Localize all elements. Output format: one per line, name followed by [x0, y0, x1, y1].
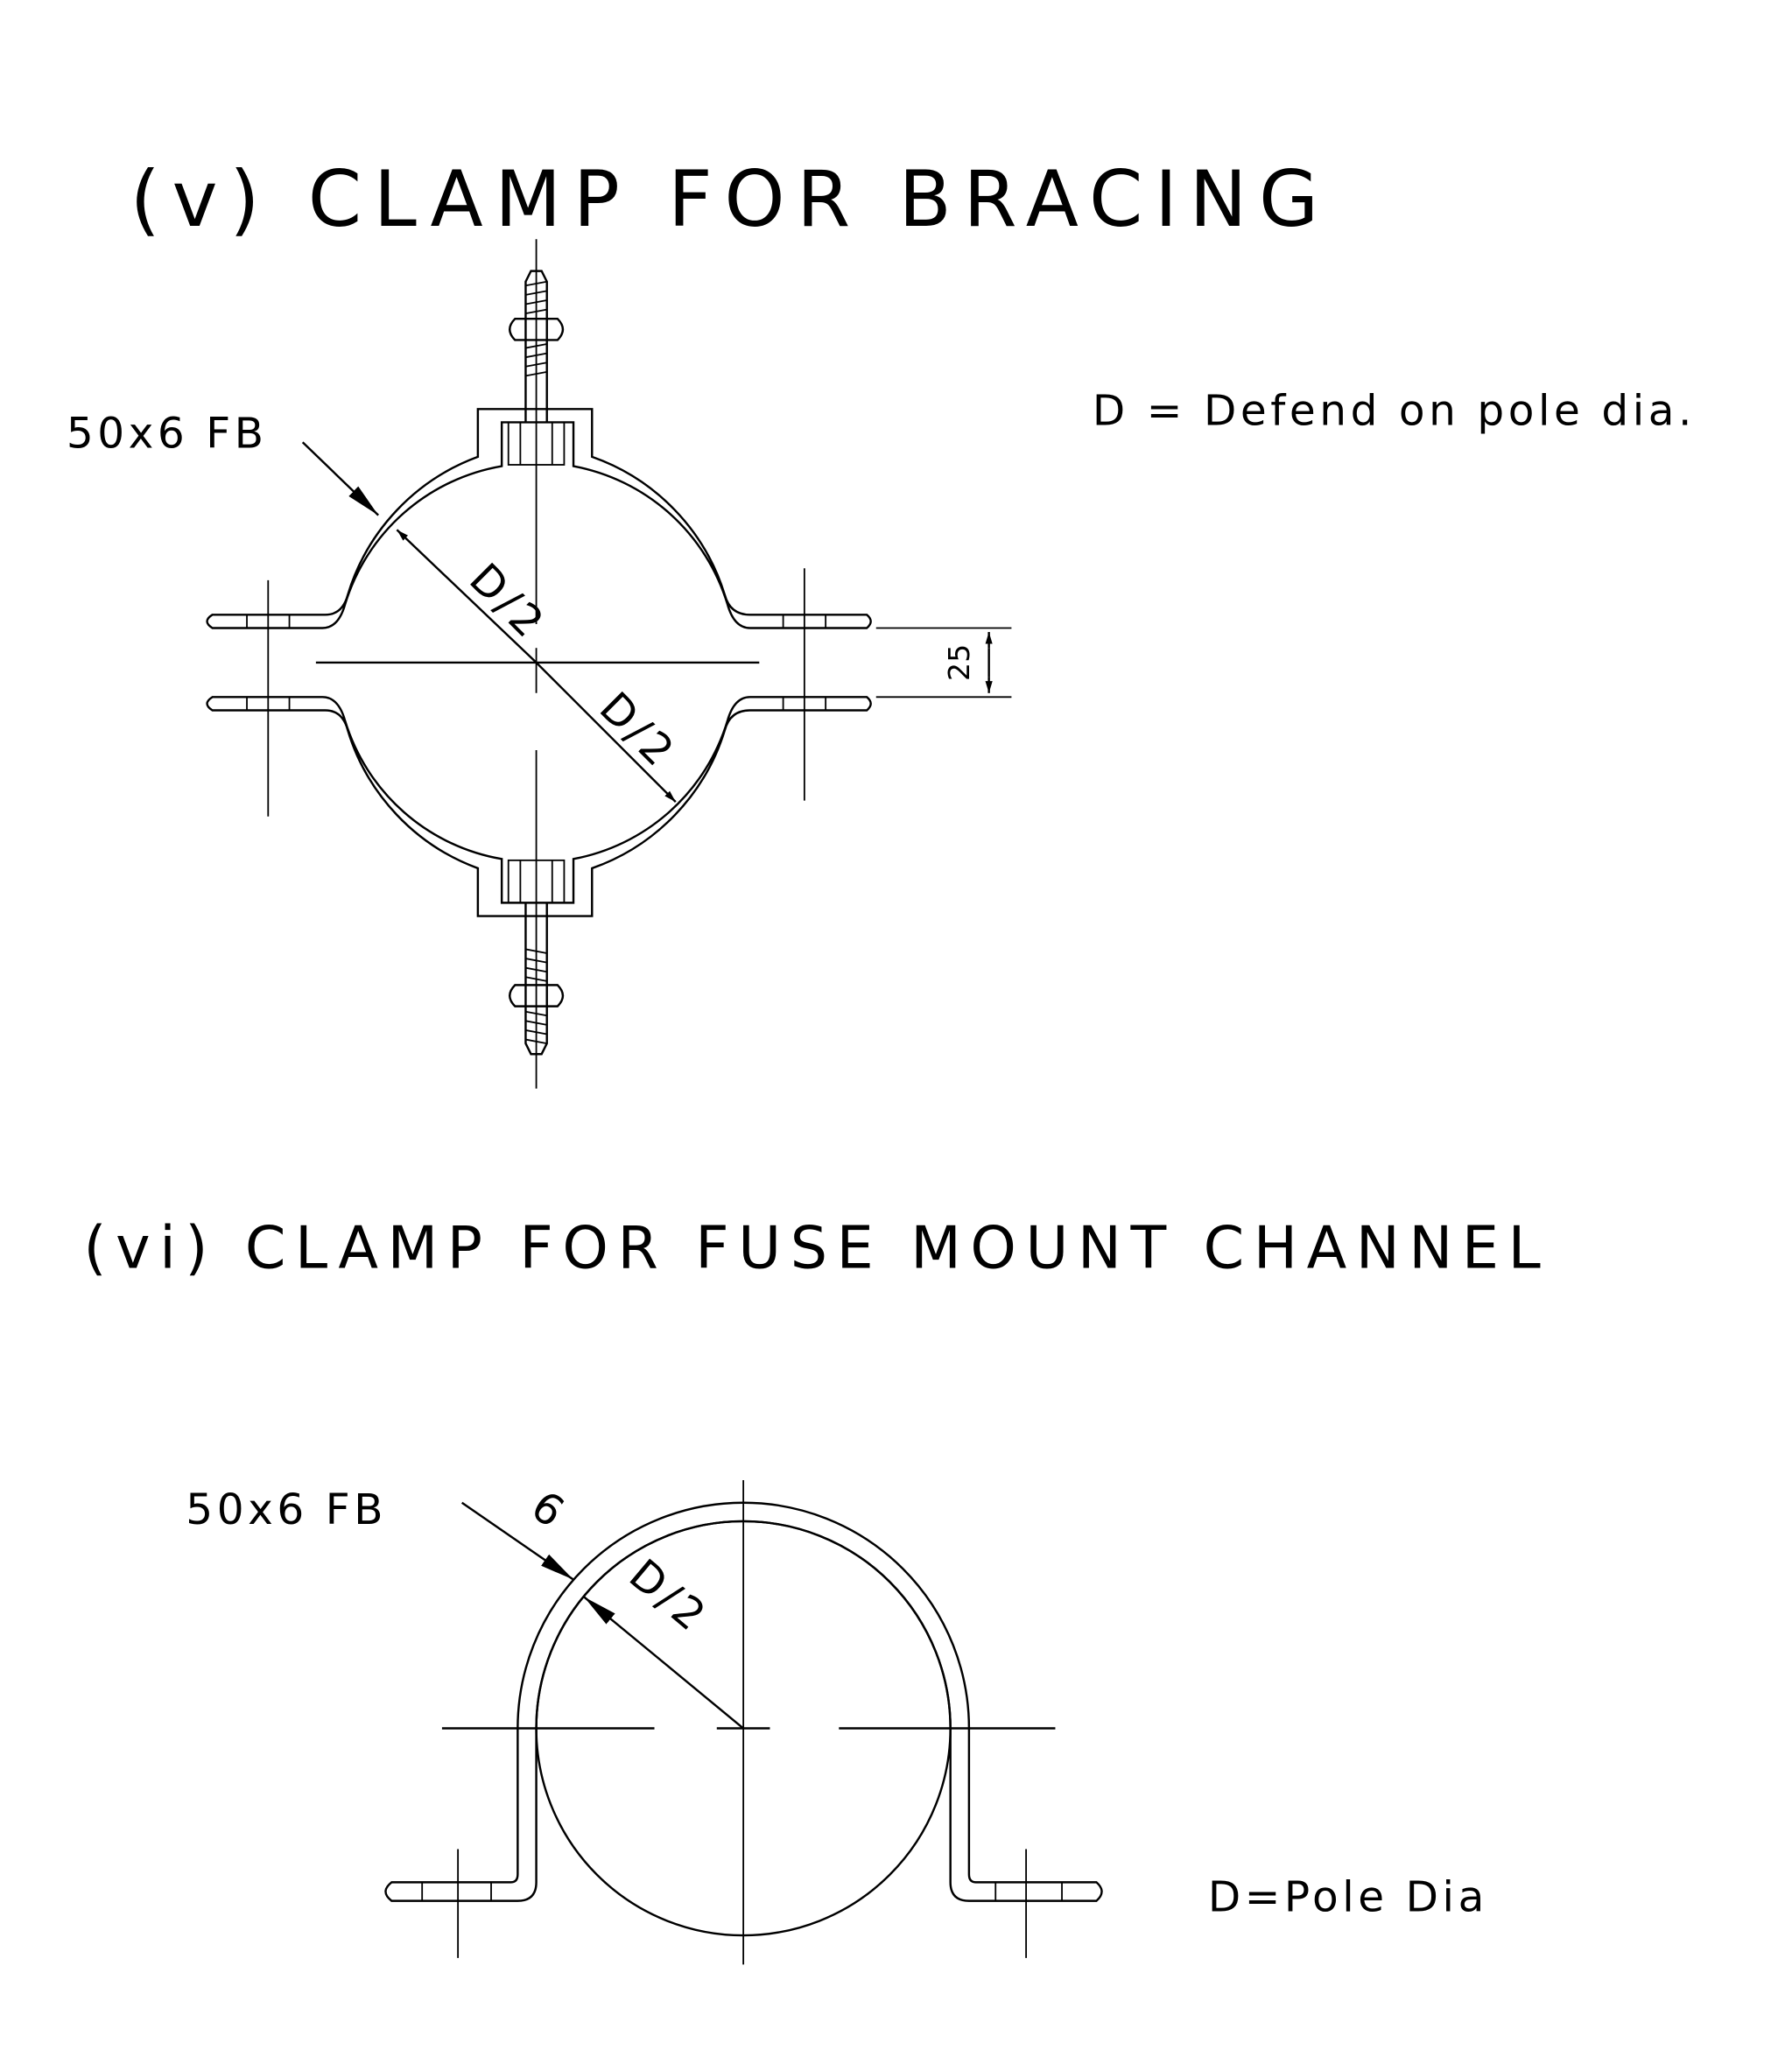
material-label: 50x6 FB — [186, 1485, 387, 1534]
upper-clamp-half — [206, 270, 872, 629]
dim-gap-label: 25 — [942, 644, 976, 681]
lower-clamp-half — [206, 696, 872, 1056]
section-clamp-for-bracing: (v) CLAMP FOR BRACING 25 D/2 D/2 50x6 FB… — [67, 154, 1696, 1089]
section-title: (v) CLAMP FOR BRACING — [130, 154, 1331, 244]
section-title: (vi) CLAMP FOR FUSE MOUNT CHANNEL — [84, 1213, 1550, 1281]
note-text: D=Pole Dia — [1208, 1873, 1488, 1922]
dim-radius-label: D/2 — [620, 1550, 717, 1643]
dim-radius-label-lower: D/2 — [590, 683, 685, 778]
fuse-channel-clamp-drawing: 6 D/2 — [384, 1479, 1103, 1965]
section-clamp-for-fuse-mount-channel: (vi) CLAMP FOR FUSE MOUNT CHANNEL 6 D/2 … — [84, 1213, 1550, 1965]
material-label: 50x6 FB — [67, 409, 268, 458]
bracing-clamp-drawing: 25 D/2 D/2 — [206, 239, 1012, 1089]
note-text: D = Defend on pole dia. — [1093, 387, 1696, 436]
thickness-label: 6 — [523, 1482, 576, 1540]
u-clamp — [384, 1501, 1103, 1902]
dim-radius-label-upper: D/2 — [460, 554, 555, 649]
